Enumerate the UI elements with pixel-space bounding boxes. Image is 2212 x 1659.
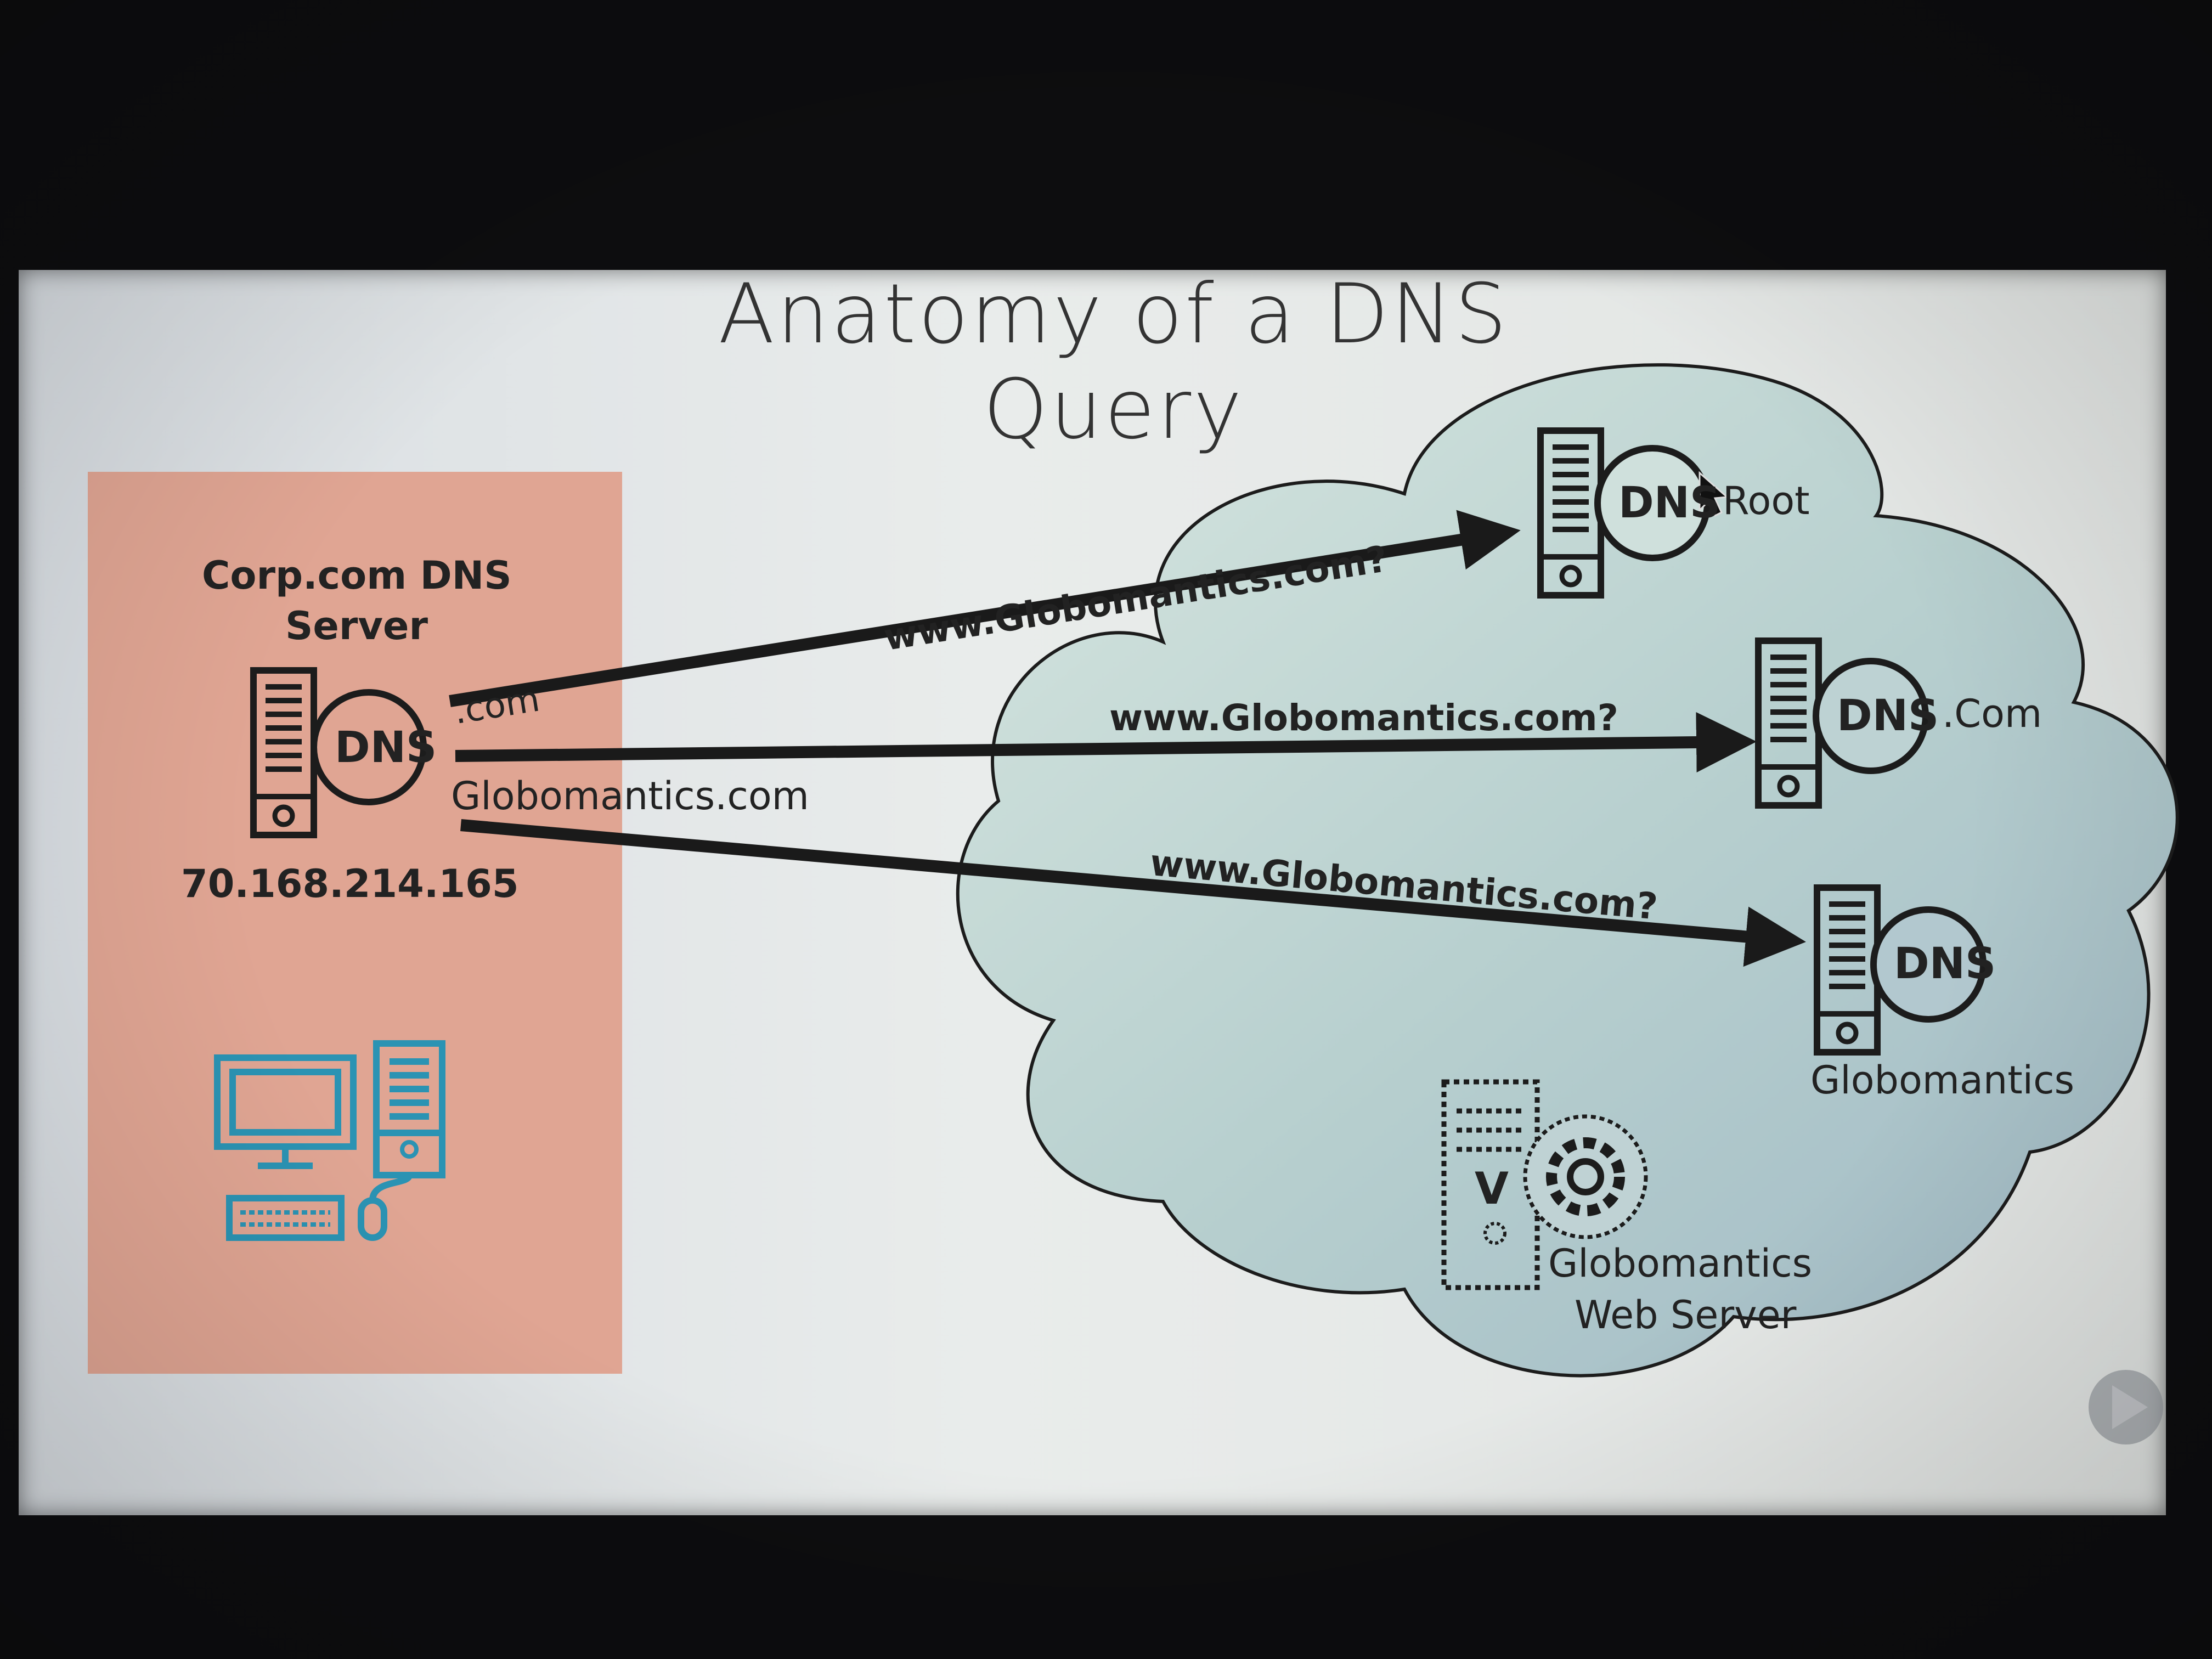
cache-domain-label: Globomantics.com: [451, 774, 809, 819]
play-icon[interactable]: [2089, 1370, 2163, 1444]
corp-server-name-line2: Server: [285, 603, 428, 648]
root-server-icon: [1541, 431, 1601, 595]
query-label-com: www.Globomantics.com?: [1109, 697, 1618, 739]
internet-cloud: [956, 363, 2179, 1378]
com-server-name: .Com: [1942, 691, 2042, 736]
globomantics-server-icon: [1817, 888, 1877, 1052]
corp-panel: [88, 472, 622, 1374]
mouse-cursor-icon: [1699, 471, 1729, 517]
root-server-name: Root: [1723, 478, 1810, 523]
com-dns-label: DNS: [1837, 691, 1939, 741]
globomantics-server-name: Globomantics: [1810, 1058, 2075, 1103]
corp-dns-label: DNS: [335, 723, 437, 772]
slide-title: Anatomy of a DNS Query: [718, 267, 1509, 458]
query-arrow-root: [449, 510, 1521, 707]
query-arrow-globomantics: [460, 819, 1806, 967]
gear-icon: [1523, 1114, 1648, 1239]
root-dns-label: DNS: [1618, 478, 1721, 528]
globomantics-dns-label: DNS: [1894, 939, 1996, 989]
globomantics-dns-circle: [1870, 906, 1987, 1023]
corp-ip-address: 70.168.214.165: [181, 861, 519, 906]
web-server-v-label: V: [1475, 1163, 1509, 1214]
desktop-computer-icon: [214, 1040, 445, 1241]
web-server-icon: [1441, 1079, 1540, 1290]
corp-server-icon: [253, 670, 314, 835]
web-server-name-line1: Globomantics: [1548, 1241, 1813, 1286]
web-server-name-line2: Web Server: [1575, 1293, 1797, 1338]
com-dns-circle: [1813, 658, 1929, 774]
query-arrow-com: [455, 712, 1757, 772]
corp-dns-circle: [311, 689, 427, 805]
corp-server-name-line1: Corp.com DNS: [202, 553, 512, 598]
com-server-icon: [1758, 641, 1819, 805]
